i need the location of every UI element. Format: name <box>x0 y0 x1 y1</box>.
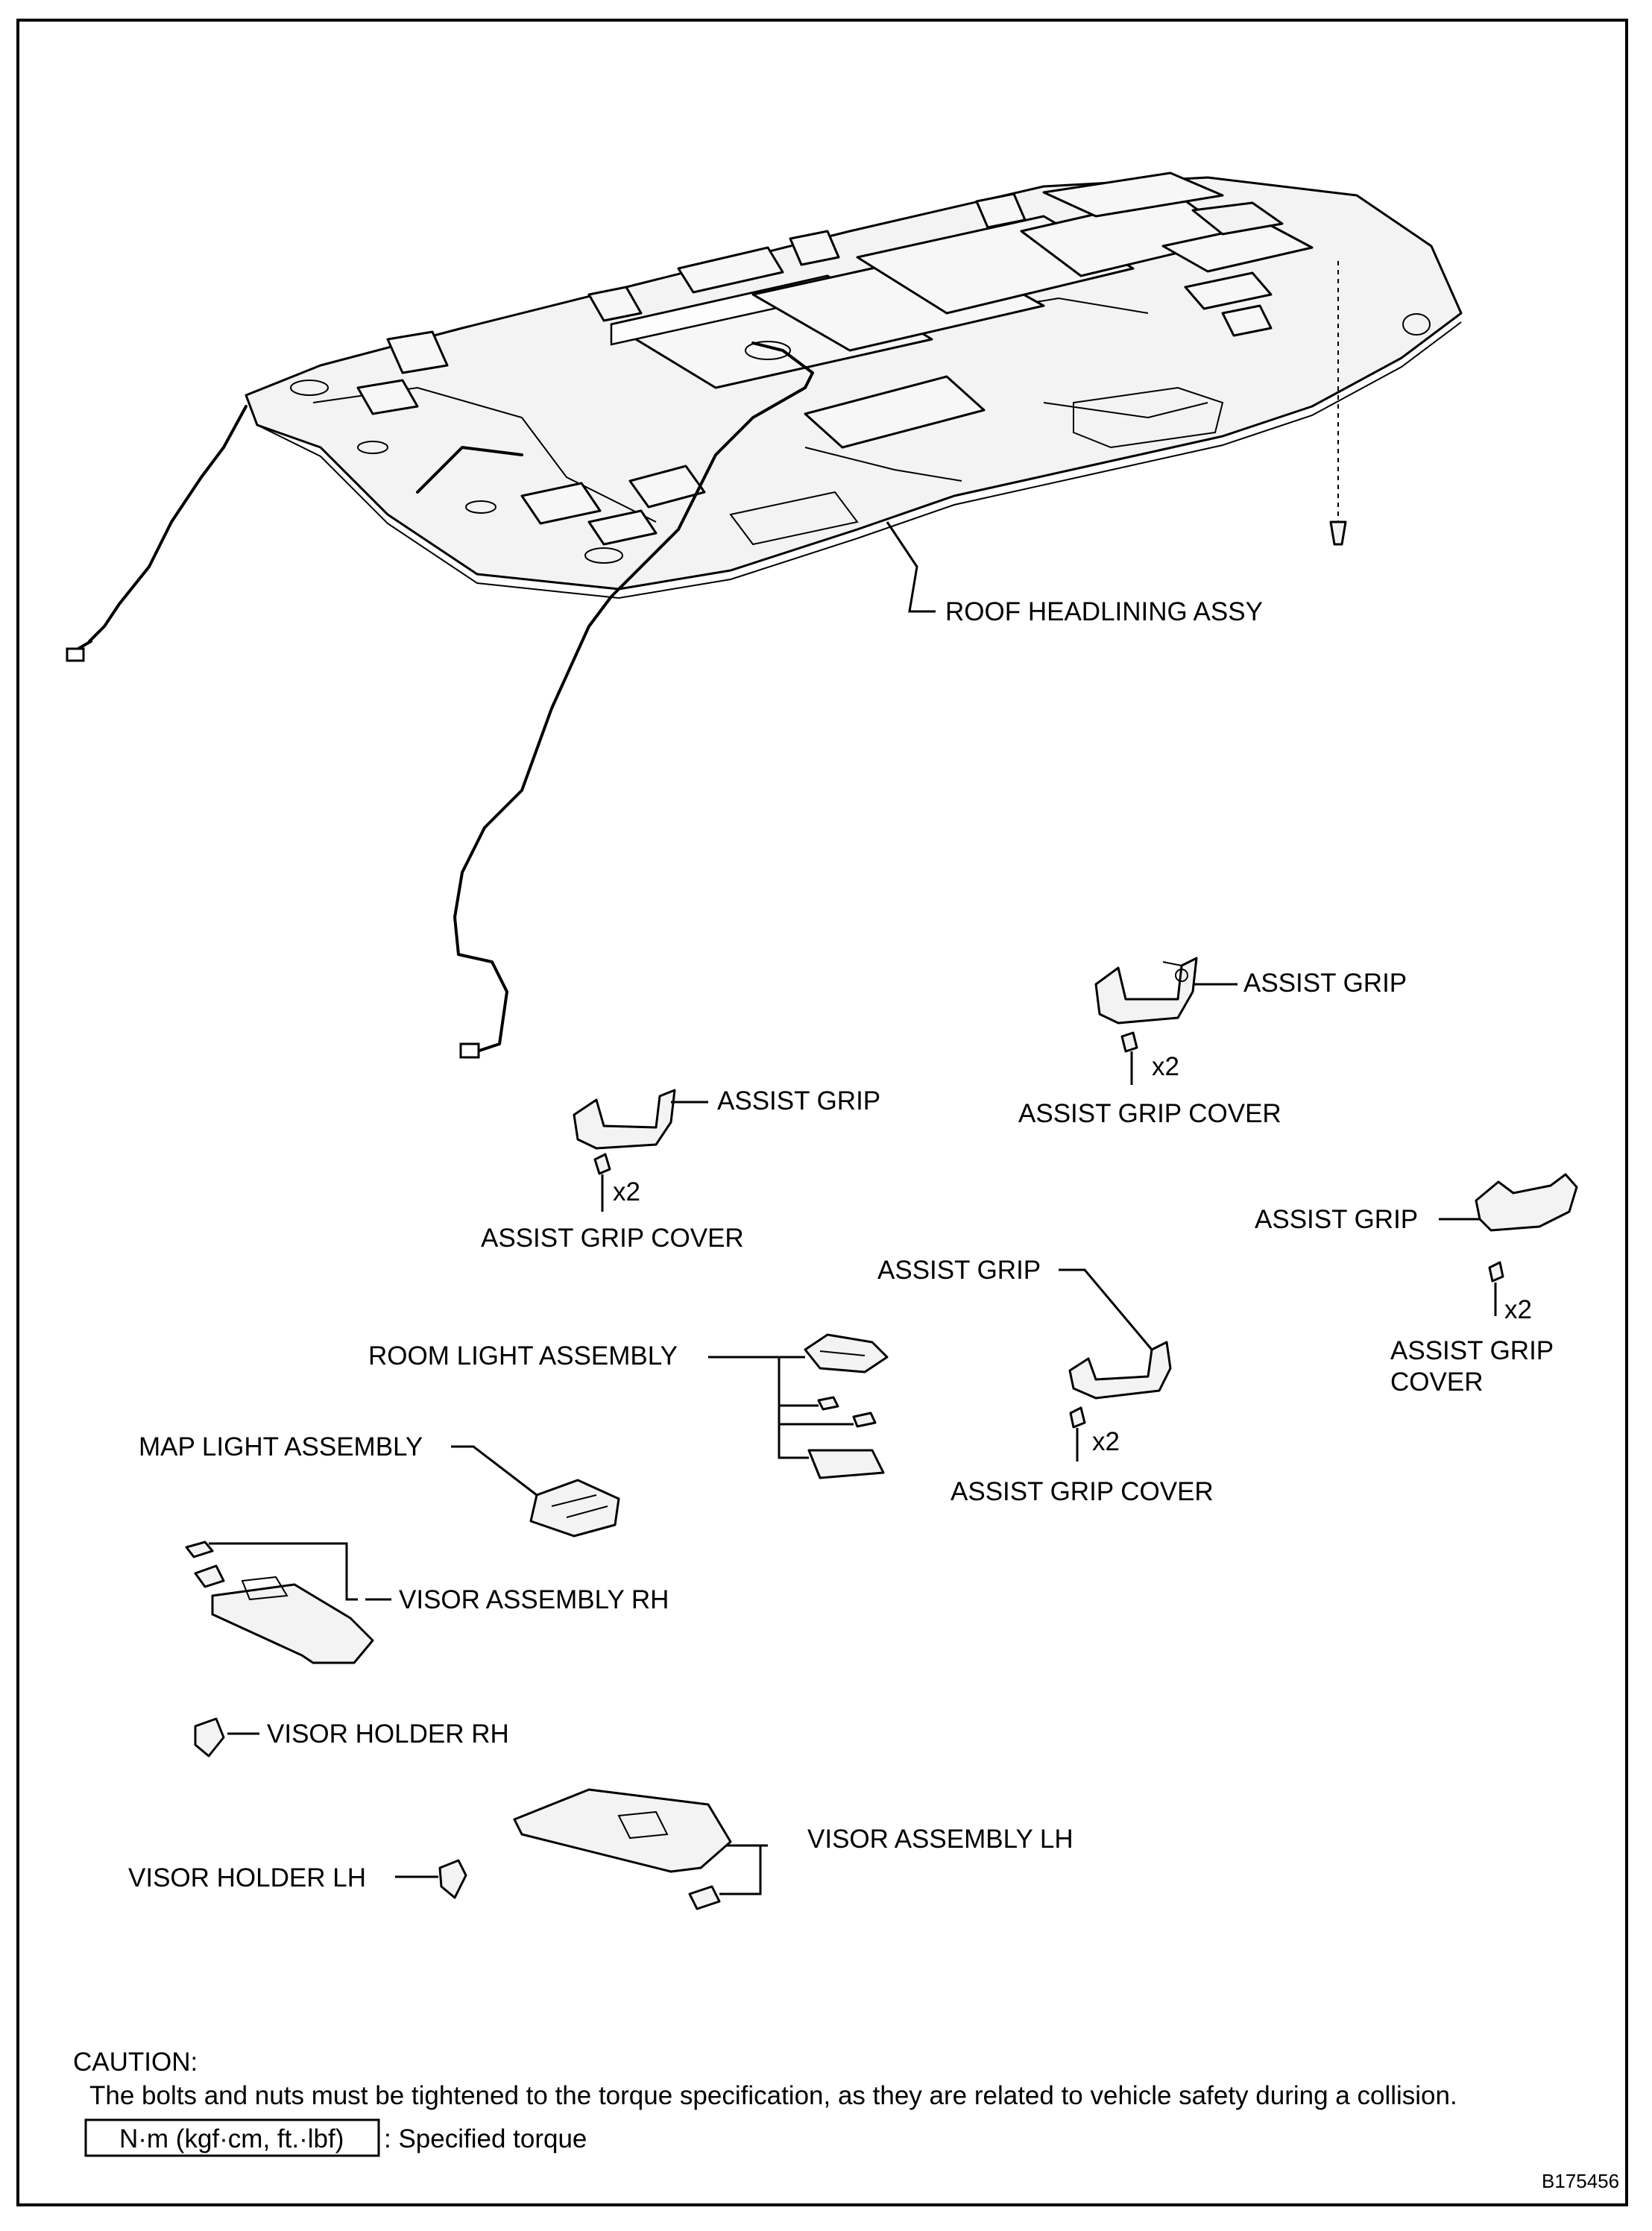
visor-holder-rh: VISOR HOLDER RH <box>194 1717 509 1758</box>
label-assist-grip-cover-3a: ASSIST GRIP <box>1390 1336 1554 1365</box>
visor-assembly-rh: VISOR ASSEMBLY RH <box>185 1541 669 1664</box>
label-assist-grip-cover-2: ASSIST GRIP COVER <box>481 1224 744 1253</box>
map-light-assembly: MAP LIGHT ASSEMBLY <box>139 1432 620 1538</box>
label-x2-2: x2 <box>613 1177 640 1206</box>
diagram-frame <box>16 19 1628 2206</box>
assist-grip-1: ASSIST GRIP x2 ASSIST GRIP COVER <box>1018 957 1407 1128</box>
label-x2-1: x2 <box>1152 1052 1179 1081</box>
assist-grip-4: ASSIST GRIP x2 ASSIST GRIP COVER <box>877 1256 1214 1506</box>
label-visor-lh: VISOR ASSEMBLY LH <box>807 1825 1074 1854</box>
torque-legend-text: : Specified torque <box>384 2124 587 2153</box>
figure-id: B175456 <box>1542 2170 1619 2192</box>
caution-text: The bolts and nuts must be tightened to … <box>89 2081 1457 2110</box>
label-visor-rh: VISOR ASSEMBLY RH <box>399 1585 669 1614</box>
wire-harness <box>66 342 814 1059</box>
caution-title: CAUTION: <box>73 2048 198 2077</box>
label-visor-holder-rh: VISOR HOLDER RH <box>267 1719 509 1749</box>
label-assist-grip-2: ASSIST GRIP <box>717 1086 880 1116</box>
label-x2-4: x2 <box>1092 1427 1120 1456</box>
label-assist-grip-3: ASSIST GRIP <box>1255 1205 1418 1234</box>
label-room-light: ROOM LIGHT ASSEMBLY <box>368 1341 678 1371</box>
label-assist-grip-cover-1: ASSIST GRIP COVER <box>1018 1099 1281 1128</box>
label-assist-grip-1: ASSIST GRIP <box>1243 969 1407 998</box>
label-visor-holder-lh: VISOR HOLDER LH <box>128 1863 366 1892</box>
visor-assembly-lh: VISOR ASSEMBLY LH <box>513 1788 1074 1910</box>
label-map-light: MAP LIGHT ASSEMBLY <box>139 1432 423 1461</box>
label-assist-grip-cover-3b: COVER <box>1390 1368 1483 1397</box>
assist-grip-3: ASSIST GRIP x2 ASSIST GRIP COVER <box>1255 1173 1578 1397</box>
room-light-assembly: ROOM LIGHT ASSEMBLY <box>368 1333 889 1479</box>
visor-holder-lh: VISOR HOLDER LH <box>128 1859 467 1899</box>
assist-grip-2: ASSIST GRIP x2 ASSIST GRIP COVER <box>481 1086 880 1253</box>
torque-legend-box-text: N·m (kgf·cm, ft.·lbf) <box>119 2124 344 2153</box>
label-x2-3: x2 <box>1504 1295 1532 1324</box>
label-assist-grip-cover-4: ASSIST GRIP COVER <box>950 1477 1214 1506</box>
caution-note: CAUTION: The bolts and nuts must be tigh… <box>73 2048 1457 2157</box>
roof-headlining-panel <box>245 172 1463 600</box>
label-assist-grip-4: ASSIST GRIP <box>877 1256 1041 1285</box>
torque-legend-box <box>84 2118 380 2157</box>
label-roof-headlining: ROOF HEADLINING ASSY <box>945 597 1263 626</box>
sound-absorbing-pads <box>356 172 1314 546</box>
